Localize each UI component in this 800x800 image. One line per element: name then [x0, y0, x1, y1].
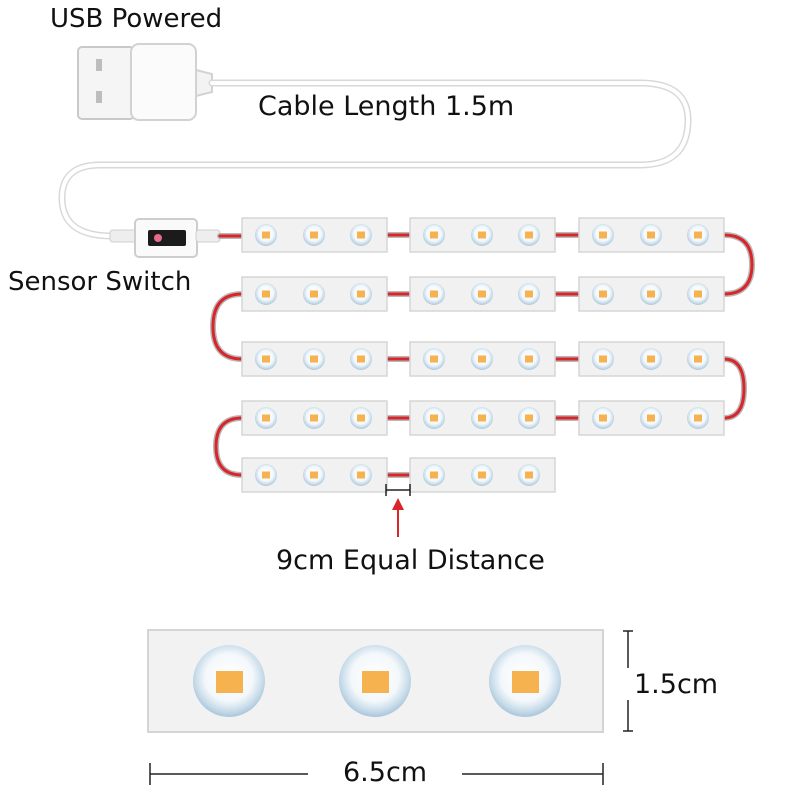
- module-width-label: 6.5cm: [343, 757, 428, 788]
- equal-distance-label: 9cm Equal Distance: [276, 545, 545, 576]
- led-chip: [518, 407, 540, 429]
- led-large-3: [489, 645, 561, 717]
- led-chip: [687, 224, 709, 246]
- led-chip: [687, 407, 709, 429]
- led-chip: [592, 283, 614, 305]
- led-chip: [255, 224, 277, 246]
- led-chip: [518, 464, 540, 486]
- led-module: [409, 217, 556, 253]
- led-chip: [471, 464, 493, 486]
- led-large-2: [339, 645, 411, 717]
- led-chip: [687, 348, 709, 370]
- led-chip: [471, 224, 493, 246]
- led-chip: [423, 224, 445, 246]
- led-chip: [350, 283, 372, 305]
- wire-bend: [721, 356, 748, 421]
- led-chip: [592, 224, 614, 246]
- led-module: [578, 217, 725, 253]
- width-dimension: [149, 763, 604, 785]
- led-chip: [592, 407, 614, 429]
- cable-length-label: Cable Length 1.5m: [258, 91, 515, 122]
- led-chip: [255, 348, 277, 370]
- led-chip: [518, 348, 540, 370]
- led-module: [241, 217, 388, 253]
- led-chip: [423, 348, 445, 370]
- led-module: [241, 276, 388, 312]
- led-chip: [687, 283, 709, 305]
- led-module: [578, 341, 725, 377]
- wire-bend: [209, 291, 245, 362]
- led-module: [578, 400, 725, 436]
- led-chip: [423, 407, 445, 429]
- led-chip: [471, 407, 493, 429]
- led-chip: [350, 407, 372, 429]
- wire-bend: [721, 232, 756, 297]
- led-chip: [255, 464, 277, 486]
- wire-bend: [212, 415, 245, 478]
- led-chip: [255, 283, 277, 305]
- led-chip: [303, 407, 325, 429]
- led-large-1: [193, 645, 265, 717]
- led-chip: [423, 464, 445, 486]
- led-chip: [471, 283, 493, 305]
- led-chip: [640, 407, 662, 429]
- led-chip: [350, 464, 372, 486]
- led-module: [578, 276, 725, 312]
- led-module: [241, 400, 388, 436]
- led-chip: [303, 348, 325, 370]
- red-wires: [209, 232, 756, 478]
- led-module: [409, 457, 556, 493]
- led-chip: [640, 283, 662, 305]
- sensor-switch-label: Sensor Switch: [8, 267, 192, 297]
- led-modules: [241, 217, 725, 493]
- led-chip: [640, 348, 662, 370]
- led-chip: [350, 224, 372, 246]
- led-chip: [303, 224, 325, 246]
- led-chip: [303, 464, 325, 486]
- led-module-detail: [147, 629, 604, 733]
- usb-cable: [58, 79, 692, 240]
- led-chip: [350, 348, 372, 370]
- led-chip: [471, 348, 493, 370]
- led-module: [241, 341, 388, 377]
- led-module: [241, 457, 388, 493]
- led-chip: [303, 283, 325, 305]
- led-module: [409, 276, 556, 312]
- led-chip: [592, 348, 614, 370]
- module-height-label: 1.5cm: [634, 669, 719, 700]
- led-chip: [518, 224, 540, 246]
- led-chip: [255, 407, 277, 429]
- led-chip: [640, 224, 662, 246]
- led-module: [409, 341, 556, 377]
- usb-plug-icon: [77, 43, 213, 121]
- usb-powered-label: USB Powered: [50, 4, 223, 34]
- sensor-switch-icon: [109, 218, 221, 258]
- height-dimension: [623, 630, 633, 732]
- led-module: [409, 400, 556, 436]
- led-chip: [518, 283, 540, 305]
- led-chip: [423, 283, 445, 305]
- distance-marker: [385, 484, 411, 537]
